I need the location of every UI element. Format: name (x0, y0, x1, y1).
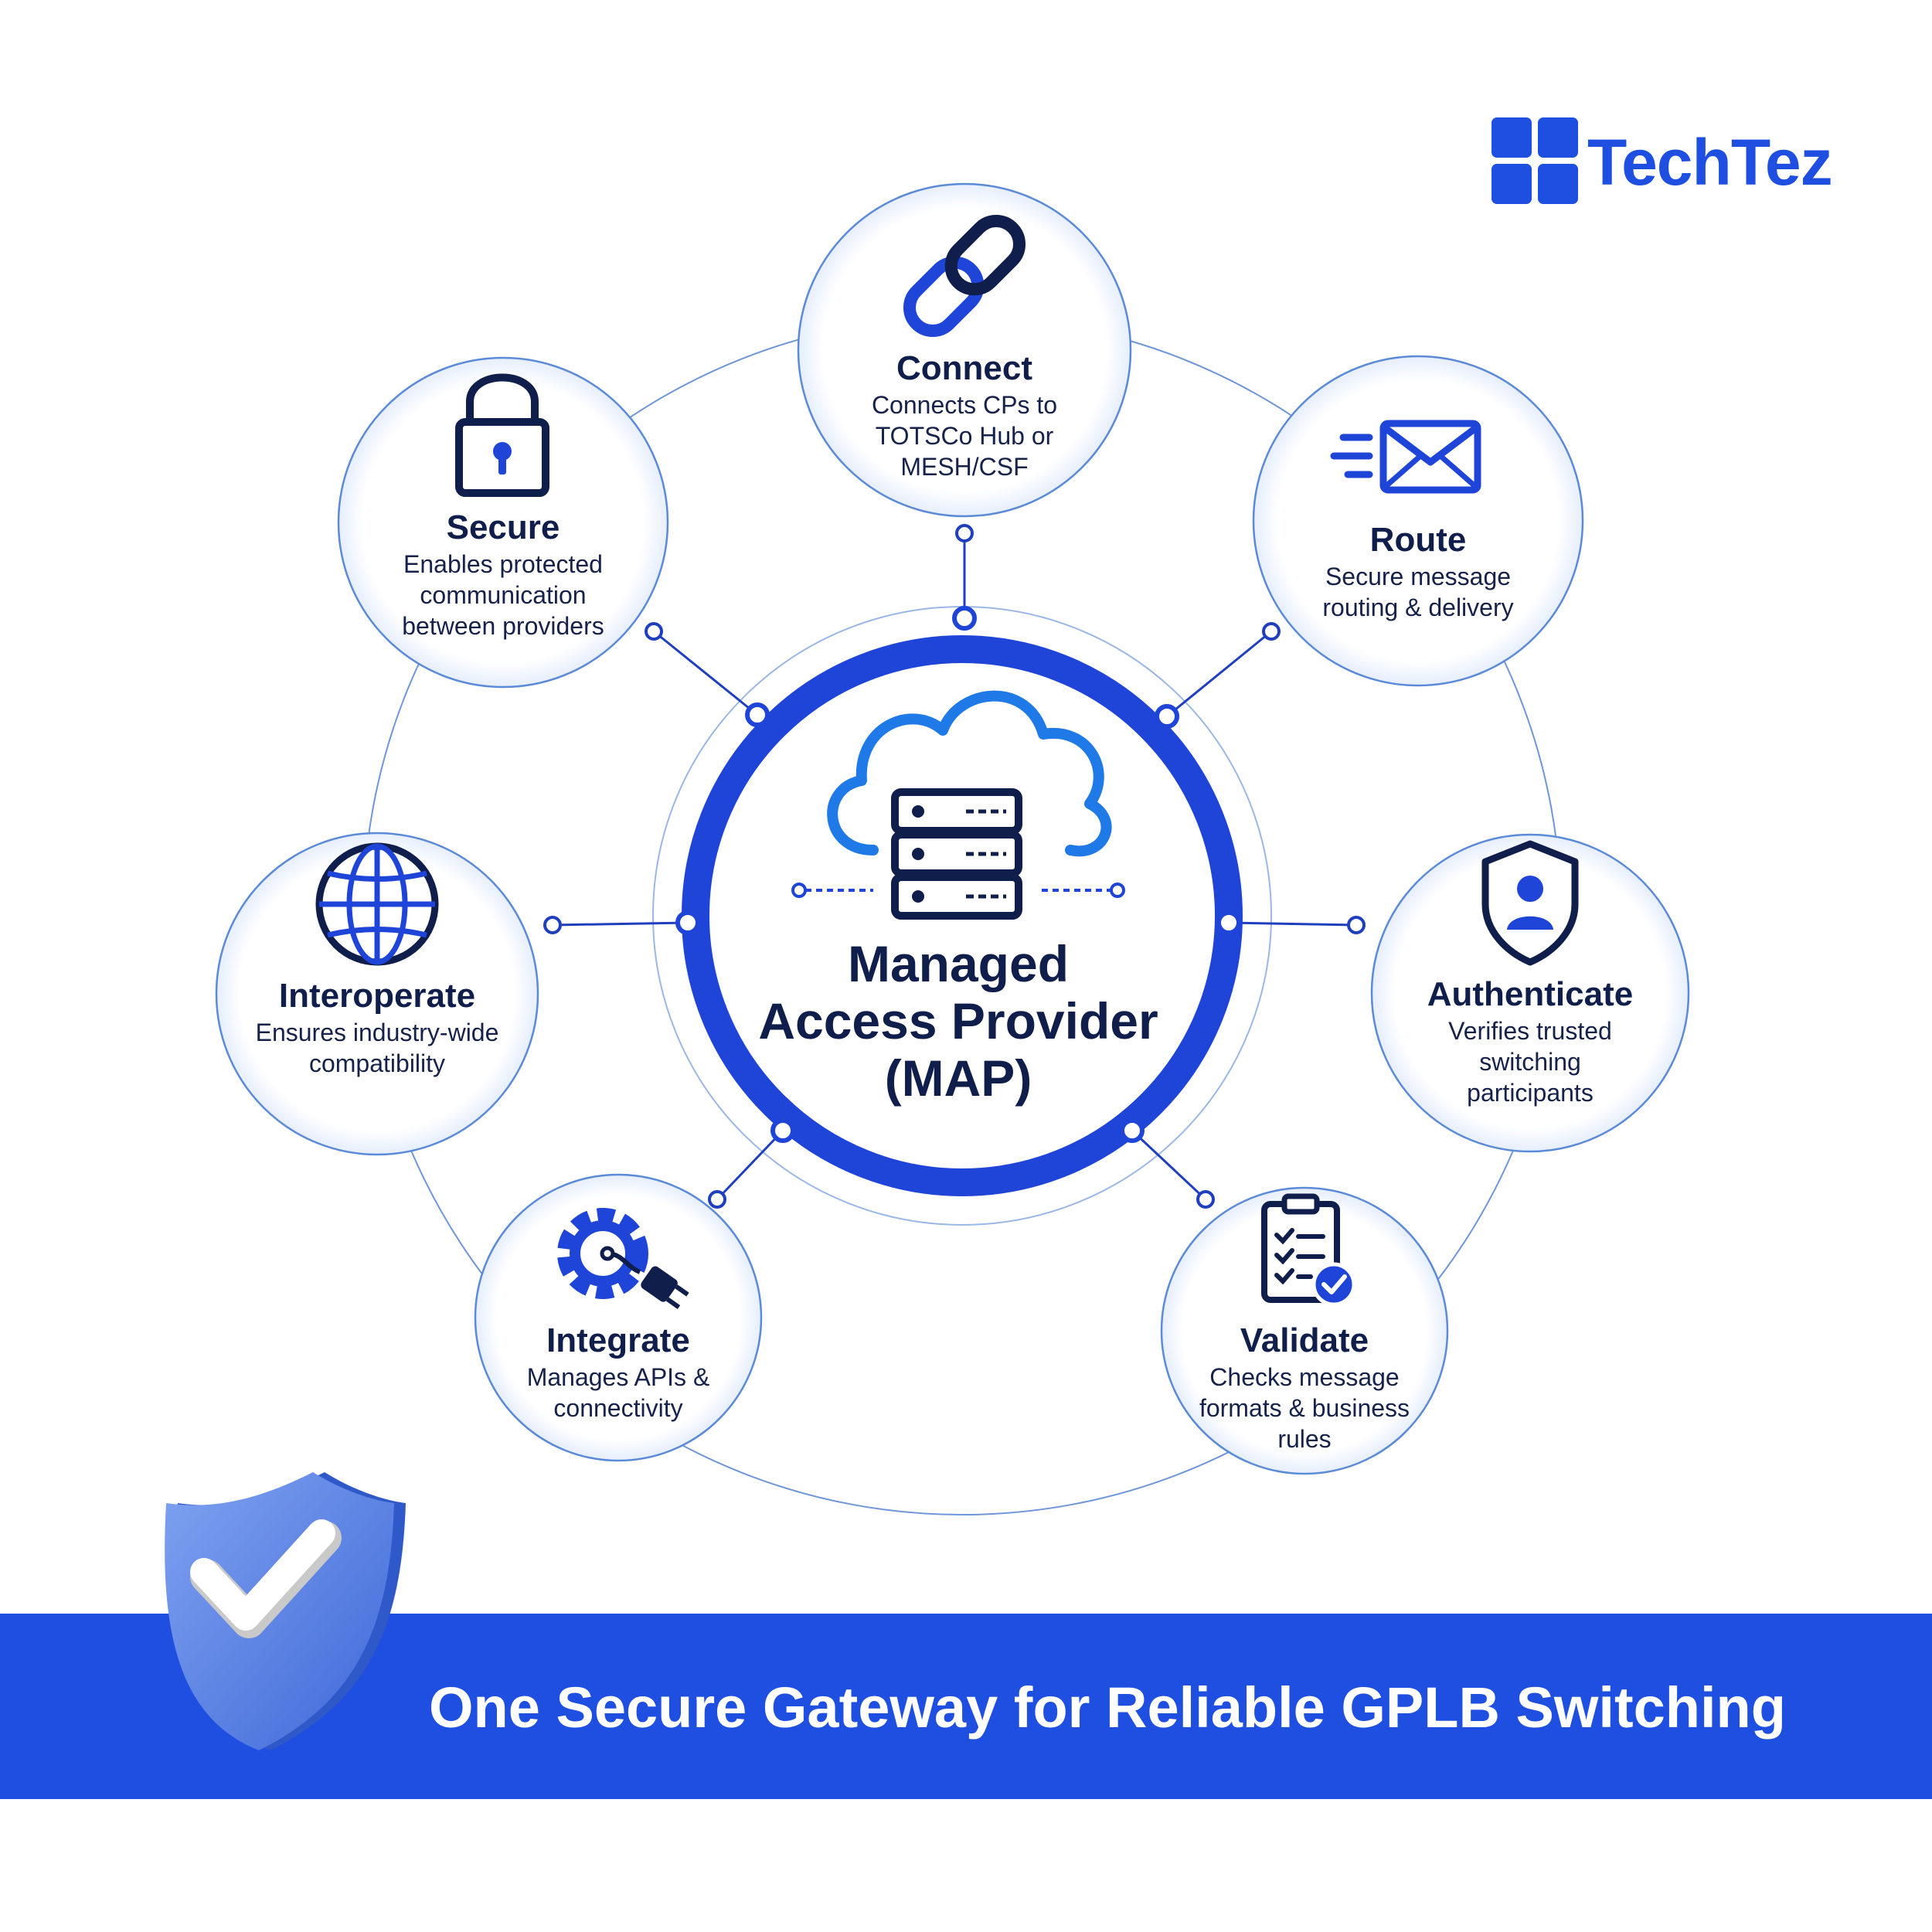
node-authenticate-title: Authenticate (1427, 975, 1634, 1013)
node-validate-title: Validate (1240, 1321, 1369, 1359)
user-shield-icon (1481, 840, 1579, 966)
node-authenticate-desc-1: Verifies trusted (1448, 1017, 1612, 1045)
circle-connect (797, 182, 1132, 518)
node-integrate-desc-1: Manages APIs & (526, 1363, 710, 1391)
techtez-logo-mark (1492, 117, 1578, 204)
node-integrate-title: Integrate (546, 1321, 690, 1359)
center-title-line-2: Access Provider (758, 992, 1158, 1049)
connectors (552, 533, 1357, 1201)
brand-name: TechTez (1587, 126, 1833, 199)
node-connect-title: Connect (896, 349, 1032, 387)
circle-secure (337, 356, 669, 689)
globe-icon (315, 842, 439, 966)
shield-check-icon (165, 1472, 406, 1750)
node-integrate-desc-2: connectivity (553, 1394, 683, 1422)
cloud-server-icon (791, 690, 1125, 920)
center-title-line-3: (MAP) (884, 1049, 1032, 1107)
center-title-line-1: Managed (847, 935, 1070, 992)
circle-authenticate (1370, 833, 1690, 1153)
node-secure-title: Secure (446, 509, 560, 546)
node-validate-desc-1: Checks message (1209, 1363, 1400, 1391)
outer-dots (543, 524, 1366, 1209)
connector-interoperate (552, 921, 689, 927)
node-validate-desc-3: rules (1277, 1425, 1332, 1453)
circle-integrate (474, 1173, 763, 1462)
connector-route (1166, 630, 1272, 718)
node-interoperate-title: Interoperate (278, 977, 476, 1015)
clipboard-check-icon (1261, 1193, 1356, 1307)
node-secure-desc-3: between providers (402, 612, 604, 640)
padlock-icon (455, 373, 549, 497)
node-connect-desc-1: Connects CPs to (871, 391, 1058, 419)
node-interoperate-desc-1: Ensures industry-wide (255, 1019, 499, 1046)
node-authenticate-desc-2: switching (1479, 1048, 1581, 1076)
connector-integrate (716, 1129, 784, 1201)
envelope-icon (1330, 420, 1481, 494)
connector-validate (1131, 1129, 1207, 1201)
node-circles (215, 182, 1690, 1475)
node-connect-desc-2: TOTSCo Hub or (875, 422, 1054, 450)
node-validate-desc-2: formats & business (1199, 1394, 1410, 1422)
node-secure-desc-1: Enables protected (403, 550, 603, 578)
node-route-title: Route (1369, 521, 1467, 559)
node-secure-desc-2: communication (420, 581, 587, 609)
node-authenticate-desc-3: participants (1467, 1079, 1594, 1107)
node-interoperate-desc-2: compatibility (308, 1049, 446, 1077)
circle-validate (1160, 1186, 1449, 1475)
connector-authenticate (1228, 921, 1357, 927)
node-connect-desc-3: MESH/CSF (900, 453, 1029, 481)
gear-plug-icon (557, 1208, 689, 1310)
banner-tagline: One Secure Gateway for Reliable GPLB Swi… (429, 1675, 1786, 1740)
link-icon (903, 214, 1026, 338)
circle-route (1252, 355, 1584, 687)
node-route-desc-1: Secure message (1325, 563, 1512, 590)
node-route-desc-2: routing & delivery (1322, 594, 1514, 621)
circle-interoperate (215, 832, 539, 1156)
connector-secure (653, 630, 758, 716)
ring-dots (675, 606, 1241, 1143)
center-title: Managed Access Provider (MAP) (680, 935, 1236, 1107)
